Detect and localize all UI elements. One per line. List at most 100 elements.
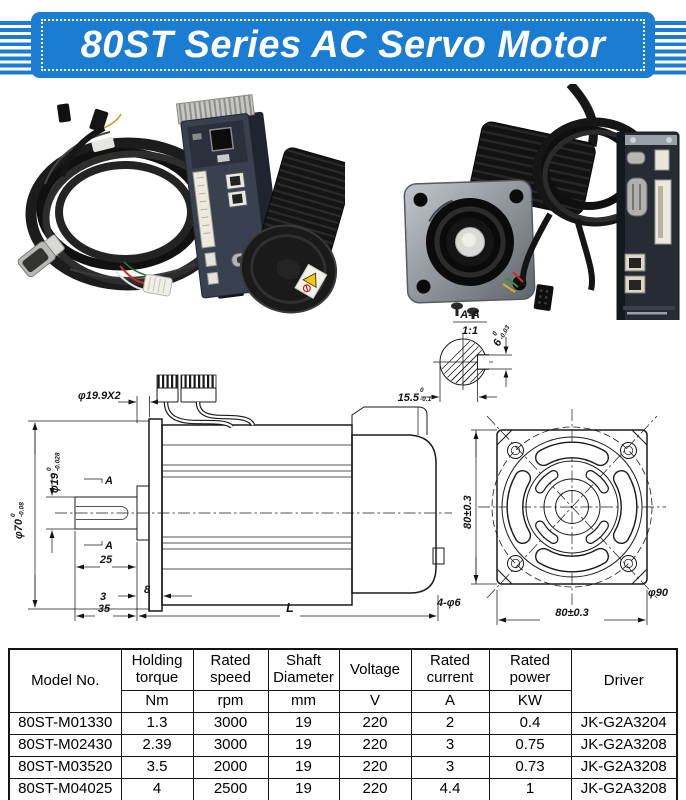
cell-torque: 3.5 xyxy=(120,756,194,779)
cell-voltage: 220 xyxy=(338,734,412,757)
col-header-voltage: Voltage xyxy=(338,648,412,691)
motor-front-view: 80±0.3 80±0.3 4-φ6 φ90 xyxy=(436,409,669,625)
svg-text:φ19: φ19 xyxy=(49,472,61,493)
cell-voltage: 220 xyxy=(338,712,412,735)
dim-3: 3 xyxy=(100,591,106,603)
servo-driver-right xyxy=(616,131,680,320)
d-sub-connector xyxy=(17,234,65,278)
mounting-screws xyxy=(451,302,479,319)
dim-flange-vertical: 80±0.3 xyxy=(462,495,474,529)
cell-model: 80ST-M03520 xyxy=(8,756,122,779)
table-row: 80ST-M01330 1.3 3000 19 220 2 0.4 JK-G2A… xyxy=(8,712,678,735)
svg-text:-0.1: -0.1 xyxy=(420,396,432,403)
col-header-torque: Holding torque xyxy=(120,648,194,691)
section-scale: 1:1 xyxy=(462,325,478,337)
unit-voltage: V xyxy=(338,690,412,713)
cell-power: 1 xyxy=(488,778,572,800)
cell-power: 0.75 xyxy=(488,734,572,757)
cell-speed: 3000 xyxy=(192,712,269,735)
table-row: 80ST-M02430 2.39 3000 19 220 3 0.75 JK-G… xyxy=(8,734,678,757)
product-photo-motor-driver xyxy=(403,84,680,320)
svg-text:-0.028: -0.028 xyxy=(55,452,62,471)
cell-driver: JK-G2A3208 xyxy=(570,734,678,757)
cell-driver: JK-G2A3204 xyxy=(570,712,678,735)
dim-bolt-circle: φ90 xyxy=(648,587,669,599)
cell-shaft: 19 xyxy=(267,712,340,735)
motor-connector xyxy=(156,374,256,429)
cell-torque: 4 xyxy=(120,778,194,800)
cell-shaft: 19 xyxy=(267,778,340,800)
title-banner: 80ST Series AC Servo Motor xyxy=(0,6,686,80)
servo-motor xyxy=(239,147,345,314)
dim-8: 8 xyxy=(144,584,151,596)
svg-text:0: 0 xyxy=(491,330,499,337)
unit-power: KW xyxy=(488,690,572,713)
cell-voltage: 220 xyxy=(338,756,412,779)
cell-shaft: 19 xyxy=(267,756,340,779)
cell-model: 80ST-M01330 xyxy=(8,712,122,735)
table-row: 80ST-M04025 4 2500 19 220 4.4 1 JK-G2A32… xyxy=(8,778,678,800)
unit-speed: rpm xyxy=(192,690,269,713)
section-label: A-A xyxy=(459,309,480,321)
banner-stripes-left-icon xyxy=(0,21,37,77)
col-header-driver: Driver xyxy=(570,648,678,713)
dim-shaft-length: 25 xyxy=(99,554,113,566)
cell-speed: 2000 xyxy=(192,756,269,779)
dim-pilot-diameter: φ70 0 -0.08 xyxy=(10,502,26,539)
crimp-connector xyxy=(115,261,173,297)
svg-text:80±0.3: 80±0.3 xyxy=(462,495,474,529)
unit-current: A xyxy=(410,690,490,713)
dim-holes: 4-φ6 xyxy=(436,597,462,609)
svg-text:-0.08: -0.08 xyxy=(19,502,26,517)
svg-text:6: 6 xyxy=(491,337,505,349)
cell-power: 0.73 xyxy=(488,756,572,779)
dim-total-length: L xyxy=(286,601,294,615)
dim-keyway-width: 6 0 -0.03 xyxy=(491,324,512,349)
table-row: 80ST-M03520 3.5 2000 19 220 3 0.73 JK-G2… xyxy=(8,756,678,779)
banner-dotted-frame: 80ST Series AC Servo Motor xyxy=(41,19,645,71)
vent-slots xyxy=(506,441,638,573)
cell-torque: 2.39 xyxy=(120,734,194,757)
banner-background: 80ST Series AC Servo Motor xyxy=(31,12,655,78)
svg-text:0: 0 xyxy=(46,467,53,471)
dimension-drawing: φ19.9X2 φ19 0 -0.028 φ70 0 -0.08 xyxy=(10,309,669,625)
col-header-model: Model No. xyxy=(8,648,122,713)
dim-shaft-flat: 15.5 xyxy=(398,392,420,404)
cell-current: 2 xyxy=(410,712,490,735)
spec-table: Model No. Holding torque Rated speed Sha… xyxy=(8,648,678,800)
dim-shaft-diameter: φ19 0 -0.028 xyxy=(46,452,62,493)
col-header-current: Rated current xyxy=(410,648,490,691)
cable-top xyxy=(566,84,599,147)
section-marker-top: A xyxy=(104,475,113,487)
cell-current: 3 xyxy=(410,756,490,779)
cable-connectors-top xyxy=(57,103,122,177)
cable-coil-right xyxy=(502,117,658,311)
warning-sticker xyxy=(294,263,328,299)
dim-flange-horizontal: 80±0.3 xyxy=(555,607,589,619)
cell-torque: 1.3 xyxy=(120,712,194,735)
cell-shaft: 19 xyxy=(267,734,340,757)
cell-power: 0.4 xyxy=(488,712,572,735)
svg-text:0: 0 xyxy=(420,387,424,394)
product-photo-kit-cables xyxy=(17,94,345,314)
hatching xyxy=(441,340,485,384)
svg-text:φ70: φ70 xyxy=(13,518,25,539)
cell-current: 3 xyxy=(410,734,490,757)
dim-35: 35 xyxy=(98,603,111,615)
svg-text:0: 0 xyxy=(10,513,17,517)
motor-side-view: φ19.9X2 φ19 0 -0.028 φ70 0 -0.08 xyxy=(10,374,452,621)
mounting-holes xyxy=(507,442,637,572)
cell-driver: JK-G2A3208 xyxy=(570,778,678,800)
col-header-shaft: Shaft Diameter xyxy=(267,648,340,691)
cell-model: 80ST-M04025 xyxy=(8,778,122,800)
col-header-power: Rated power xyxy=(488,648,572,691)
section-marker-bottom: A xyxy=(104,540,113,552)
unit-shaft: mm xyxy=(267,690,340,713)
shaft-section-view: A-A 1:1 6 0 -0.03 xyxy=(398,309,512,404)
cell-current: 4.4 xyxy=(410,778,490,800)
cell-voltage: 220 xyxy=(338,778,412,800)
cell-speed: 2500 xyxy=(192,778,269,800)
svg-text:-0.03: -0.03 xyxy=(498,324,511,341)
page-title: 80ST Series AC Servo Motor xyxy=(80,23,606,66)
